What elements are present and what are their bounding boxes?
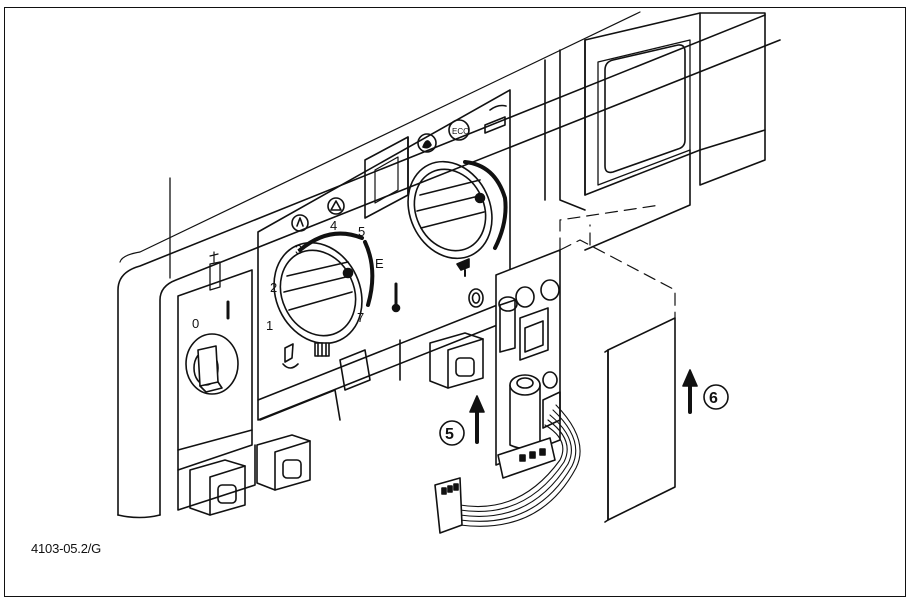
cover-plate — [604, 317, 676, 523]
main-switch-knob[interactable] — [185, 333, 239, 395]
scale-label: 2 — [270, 280, 277, 295]
scale-label: 4 — [330, 218, 337, 233]
ribbon-plug — [434, 477, 463, 534]
assembly-guide-lines — [559, 204, 676, 319]
circuit-board — [495, 249, 561, 479]
radiator-icon — [314, 342, 330, 357]
ribbon-cable — [459, 404, 581, 527]
scale-label: E — [375, 256, 384, 271]
hot-water-temperature-dial[interactable] — [393, 148, 508, 272]
figure-frame — [4, 7, 906, 597]
connector-socket — [429, 332, 484, 389]
heating-dial-scale: 1 2 3 4 5 E 7 — [266, 218, 384, 333]
switch-off-label: 0 — [192, 316, 199, 331]
warning-triangle-icon — [327, 197, 345, 215]
connector-socket — [256, 434, 311, 491]
thermometer-icon — [391, 282, 401, 313]
eco-badge-label: ECO — [452, 127, 469, 136]
boiler-casing — [117, 11, 781, 519]
flame-icon — [417, 133, 437, 153]
figure-id-label: 4103-05.2/G — [31, 541, 102, 556]
tap-icon — [456, 258, 470, 277]
scale-label: 3 — [295, 242, 302, 257]
panel-screw — [468, 288, 484, 308]
indicator-bar-icon — [484, 104, 507, 134]
heating-temperature-dial[interactable] — [258, 228, 378, 358]
step-6-callout: 6 — [682, 369, 729, 414]
eco-badge-icon: ECO — [448, 119, 470, 141]
connector-socket — [189, 459, 246, 516]
frost-protection-icon — [282, 343, 299, 369]
scale-label: 7 — [357, 310, 364, 325]
scale-label: 1 — [266, 318, 273, 333]
step-5-number: 5 — [445, 426, 454, 443]
scale-label: 5 — [358, 224, 365, 239]
step-6-number: 6 — [709, 390, 718, 407]
step-5-callout: 5 — [439, 395, 485, 446]
chimney-sweep-icon — [291, 214, 309, 232]
main-switch-housing — [177, 251, 253, 471]
control-panel-body — [177, 89, 511, 511]
